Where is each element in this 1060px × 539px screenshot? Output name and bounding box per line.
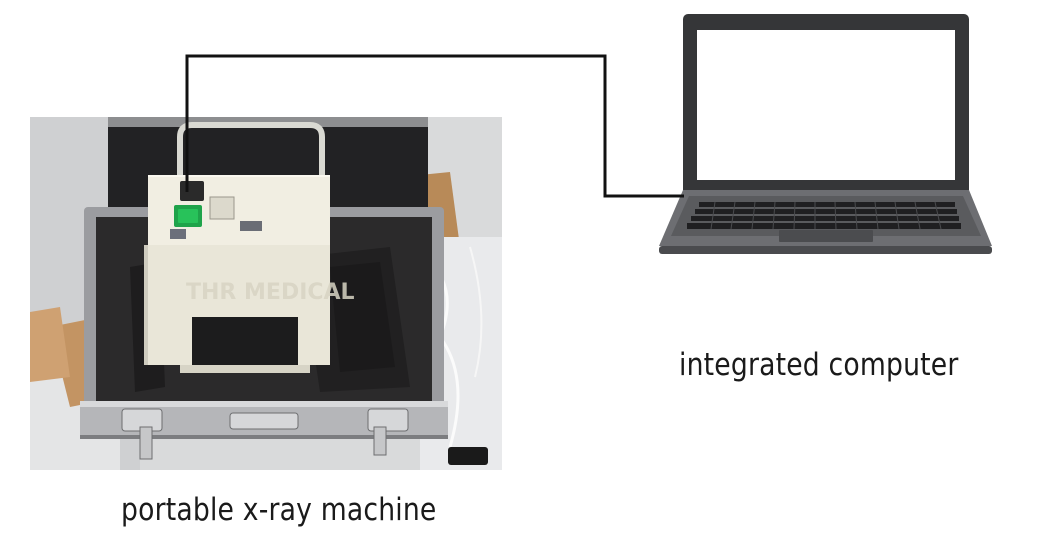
portable-xray-machine-photo: THR MEDICAL (30, 117, 502, 470)
machine-label: portable x-ray machine (121, 492, 437, 528)
computer-label: integrated computer (679, 347, 959, 383)
watermark-text: THR MEDICAL (186, 280, 355, 305)
laptop-icon (655, 14, 995, 264)
